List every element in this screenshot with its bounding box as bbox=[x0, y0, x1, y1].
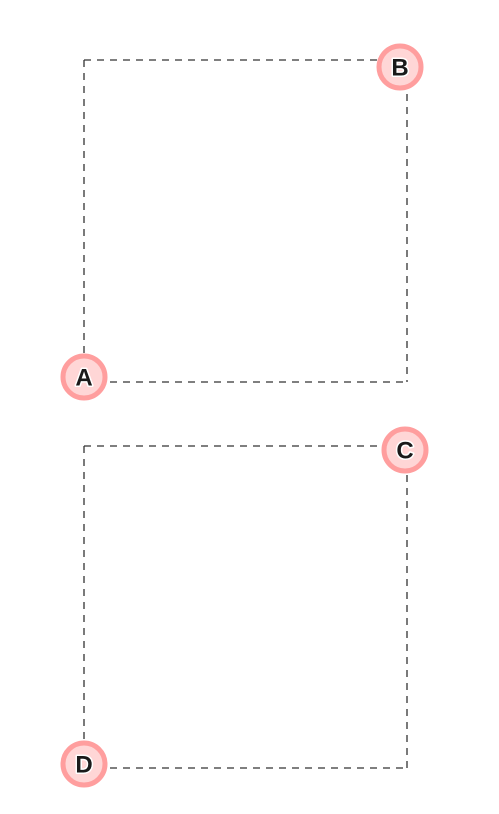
point-label-a: A bbox=[75, 365, 92, 392]
point-marker-a: A bbox=[60, 353, 108, 401]
upper-square-guides bbox=[83, 59, 408, 383]
point-label-d: D bbox=[75, 752, 92, 779]
point-marker-d: D bbox=[60, 740, 108, 788]
point-label-b: B bbox=[391, 55, 408, 82]
point-marker-a-circle bbox=[60, 353, 108, 401]
point-marker-c-circle bbox=[381, 426, 429, 474]
point-marker-d-circle bbox=[60, 740, 108, 788]
point-marker-c: C bbox=[381, 426, 429, 474]
point-marker-b: B bbox=[376, 43, 424, 91]
point-marker-b-circle bbox=[376, 43, 424, 91]
lower-square-guides bbox=[83, 445, 408, 769]
point-label-c: C bbox=[396, 438, 413, 465]
